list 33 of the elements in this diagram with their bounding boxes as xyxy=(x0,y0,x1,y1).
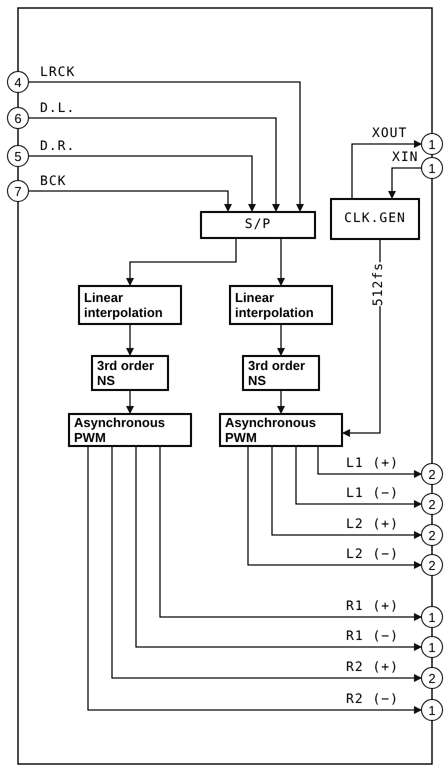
signal-label: BCK xyxy=(40,175,66,188)
connector-arrow xyxy=(317,447,422,478)
process-box: 3rd order NS xyxy=(91,355,169,391)
connector-arrow xyxy=(29,190,232,212)
connector-arrow xyxy=(29,81,304,212)
connector-arrow xyxy=(388,167,421,199)
connector-arrow xyxy=(29,155,256,212)
connector-arrow xyxy=(29,117,280,212)
process-box: 3rd order NS xyxy=(242,355,320,391)
signal-label: XIN xyxy=(392,151,418,164)
signal-label: LRCK xyxy=(40,66,76,79)
connector-arrow xyxy=(351,140,422,198)
signal-label: 512fs xyxy=(372,262,385,306)
process-box: Asynchronous PWM xyxy=(219,413,343,447)
connector-arrow xyxy=(295,447,422,508)
process-box: Asynchronous PWM xyxy=(68,413,192,447)
connector-arrow xyxy=(277,239,285,286)
connector-arrow xyxy=(87,447,422,714)
block-box: CLK.GEN xyxy=(330,198,420,240)
process-box: Linear interpolation xyxy=(229,285,333,325)
connector-arrow xyxy=(135,447,422,651)
connector-arrow xyxy=(126,239,237,286)
connector-arrow xyxy=(271,447,422,539)
connector-arrow xyxy=(126,391,134,414)
connector-arrow xyxy=(111,447,422,682)
process-box: Linear interpolation xyxy=(78,285,182,325)
connector-arrow xyxy=(159,447,422,621)
connector-arrow xyxy=(247,447,422,569)
connector-arrow xyxy=(126,325,134,356)
connector-arrow xyxy=(277,391,285,414)
signal-label: XOUT xyxy=(372,127,408,140)
connector-arrow xyxy=(277,325,285,356)
block-box: S/P xyxy=(200,211,316,239)
